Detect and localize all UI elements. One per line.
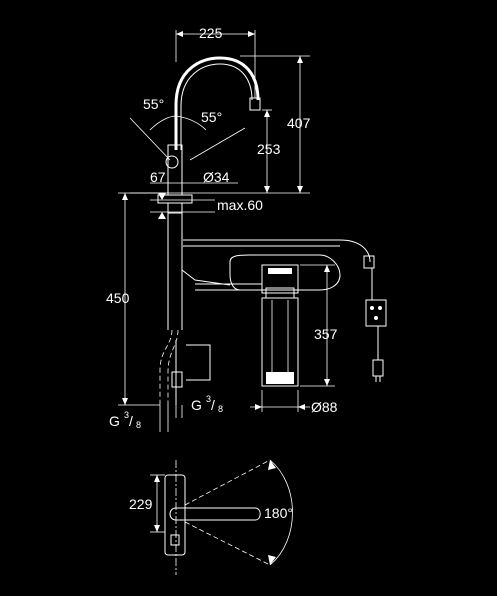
svg-text:/: /: [129, 413, 133, 429]
label-total-height: 407: [287, 115, 311, 131]
label-offset: 67: [150, 169, 166, 185]
power-plug: [372, 359, 384, 377]
label-thread-left-num: 3: [124, 410, 129, 420]
label-thread-right-num: 3: [206, 394, 211, 404]
filter-head: [261, 264, 299, 294]
dimension-lines: [118, 30, 335, 432]
filter-unit: [183, 239, 375, 387]
label-spout-height: 253: [257, 141, 281, 157]
label-spout-reach: 225: [199, 25, 223, 41]
label-angle-left: 55°: [143, 96, 164, 112]
label-thread-left-g: G: [109, 413, 120, 429]
label-filter-height: 357: [314, 326, 338, 342]
lever-knob: [165, 155, 179, 169]
supply-hose: [159, 329, 173, 405]
plan-body: [164, 474, 186, 556]
dimension-labels: 225 55° 55° 407 253 67 Ø34 max.60 450 35…: [106, 25, 338, 521]
label-max-thickness: max.60: [217, 197, 263, 213]
label-plan-depth: 229: [129, 496, 153, 512]
label-thread-right-den: 8: [218, 404, 223, 414]
faucet-elevation: [129, 56, 261, 405]
label-thread-right-g: G: [191, 397, 202, 413]
plan-view: [150, 459, 293, 575]
control-unit: [365, 268, 387, 382]
svg-text:/: /: [211, 397, 215, 413]
faucet-body: [167, 144, 183, 196]
label-swivel-angle: 180°: [264, 505, 293, 521]
label-below-deck: 450: [106, 290, 130, 306]
label-hole-diameter: Ø34: [203, 169, 230, 185]
control-box: [365, 299, 387, 327]
plan-lever: [169, 507, 261, 521]
label-filter-diameter: Ø88: [311, 399, 338, 415]
spout-arc: [174, 56, 260, 150]
filter-cartridge: [261, 297, 299, 387]
filter-hose: [183, 239, 371, 263]
label-thread-left-den: 8: [136, 420, 141, 430]
label-angle-right: 55°: [201, 109, 222, 125]
